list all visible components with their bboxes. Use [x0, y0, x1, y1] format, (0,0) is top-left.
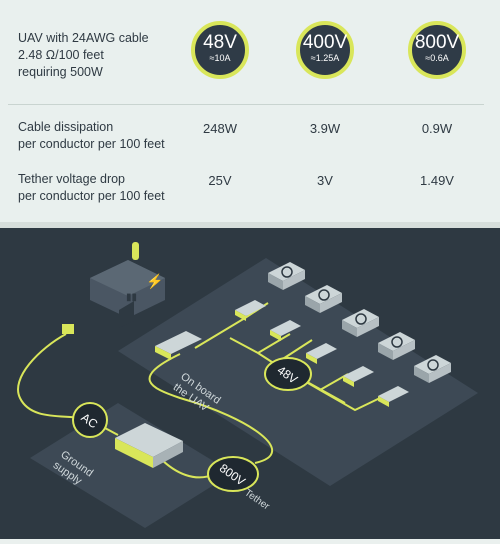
badge-voltage: 800V: [414, 32, 460, 53]
tether-voltage-badge: [207, 456, 259, 492]
badge-current: ≈10A: [209, 53, 231, 63]
lightning-icon: ⚡: [146, 273, 163, 290]
onboard-converter-side: [155, 346, 171, 360]
ground-supply-box-side: [153, 441, 183, 468]
intro-text: UAV with 24AWG cable 2.48 Ω/100 feet req…: [18, 31, 149, 79]
badge-current: ≈0.6A: [425, 53, 449, 63]
pol-converters: [235, 300, 409, 407]
row-label: Cable dissipation per conductor per 100 …: [18, 120, 165, 151]
power-supply-top: [90, 260, 165, 296]
ac-badge: [72, 402, 108, 438]
row-label: Tether voltage drop per conductor per 10…: [18, 172, 165, 203]
tether-label: Tether: [242, 487, 272, 512]
cell-value: 3V: [317, 173, 333, 188]
supply-antenna: [132, 242, 139, 260]
motor-icon: [355, 313, 367, 325]
motor-icon: [427, 359, 439, 371]
ac-plug: [62, 324, 74, 334]
cell-value: 248W: [203, 121, 237, 136]
bus-voltage-badge: [264, 357, 312, 391]
bars-icon: ▮▮: [126, 292, 137, 303]
ground-supply-box-side: [115, 438, 153, 468]
motor-icon: [318, 289, 330, 301]
badge-48v: 48V ≈10A: [191, 21, 249, 79]
cell-value: 1.49V: [420, 173, 454, 188]
section-divider: [0, 222, 500, 228]
badge-voltage: 400V: [302, 32, 348, 53]
diagram-canvas: ⚡ ▮▮: [17, 242, 478, 528]
badge-800v: 800V ≈0.6A: [408, 21, 466, 79]
divider: [8, 104, 484, 105]
ac-cable: [17, 333, 91, 421]
ground-supply-box: [115, 423, 183, 457]
cell-value: 25V: [208, 173, 232, 188]
tether-cable: [148, 353, 274, 464]
load-blocks: [268, 262, 451, 383]
cell-value: 3.9W: [309, 121, 341, 136]
onboard-converter: [155, 331, 202, 354]
cell-value: 0.9W: [421, 121, 453, 136]
motor-icon: [391, 336, 403, 348]
badge-voltage: 48V: [203, 32, 237, 53]
supply-foot: [119, 301, 134, 328]
motor-icon: [281, 266, 293, 278]
badge-current: ≈1.25A: [310, 53, 340, 63]
power-diagram: ⚡ ▮▮: [0, 228, 500, 539]
comparison-table: UAV with 24AWG cable 2.48 Ω/100 feet req…: [0, 0, 500, 222]
badge-400v: 400V ≈1.25A: [296, 21, 354, 79]
